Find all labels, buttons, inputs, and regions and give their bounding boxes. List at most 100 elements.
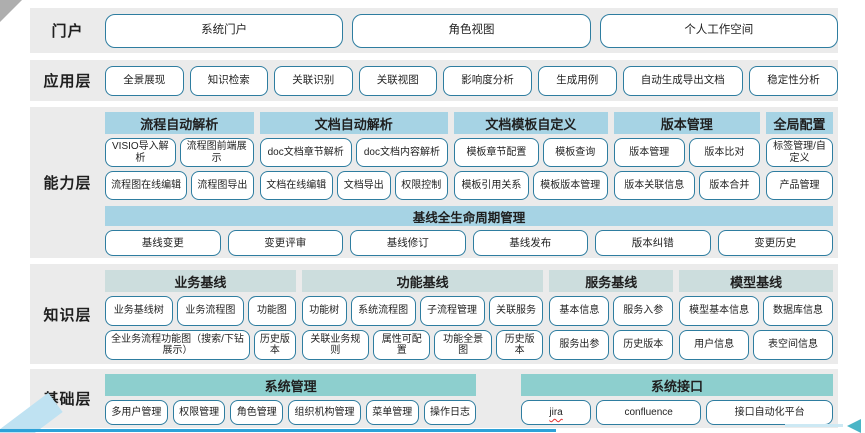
capability-button[interactable]: 版本关联信息: [613, 171, 695, 200]
band-application: 应用层 全景展现知识检索关联识别关联视图影响度分析生成用例自动生成导出文档稳定性…: [30, 60, 838, 101]
knowledge-button[interactable]: 系统流程图: [350, 296, 416, 326]
section-system-management: 系统管理 多用户管理权限管理角色管理组织机构管理菜单管理操作日志: [105, 374, 477, 428]
application-button[interactable]: 关联识别: [274, 65, 353, 96]
application-button[interactable]: 稳定性分析: [749, 65, 838, 96]
bottom-blue-line-decoration: [0, 429, 556, 432]
application-button[interactable]: 知识检索: [189, 65, 268, 96]
application-button[interactable]: 生成用例: [538, 65, 617, 96]
foundation-button[interactable]: 组织机构管理: [288, 400, 361, 425]
baseline-button[interactable]: 基线变更: [105, 230, 221, 256]
knowledge-button[interactable]: 属性可配置: [373, 330, 431, 360]
baseline-button[interactable]: 基线发布: [472, 230, 588, 256]
application-button[interactable]: 关联视图: [358, 65, 437, 96]
capability-button[interactable]: doc文档内容解析: [355, 138, 449, 167]
foundation-button[interactable]: 多用户管理: [105, 400, 168, 425]
knowledge-button[interactable]: 模型基本信息: [679, 296, 760, 326]
section-model-baseline: 模型基线 模型基本信息数据库信息 用户信息表空间信息: [679, 270, 834, 360]
knowledge-button[interactable]: 功能树: [301, 296, 347, 326]
section-doc-template: 文档模板自定义 模板章节配置模板查询 模板引用关系模板版本管理: [454, 112, 608, 200]
knowledge-button[interactable]: 历史版本: [495, 330, 544, 360]
knowledge-button[interactable]: 服务出参: [549, 330, 610, 360]
capability-button[interactable]: 标签管理/自定义: [765, 138, 833, 167]
knowledge-button[interactable]: 历史版本: [254, 330, 296, 360]
section-business-baseline: 业务基线 业务基线树业务流程图功能图 全业务流程功能图（搜索/下钻展示）历史版本: [105, 270, 296, 360]
band-capability: 能力层 流程自动解析 VISIO导入解析流程图前端展示 流程图在线编辑流程图导出…: [30, 107, 838, 258]
application-items: 全景展现知识检索关联识别关联视图影响度分析生成用例自动生成导出文档稳定性分析: [105, 60, 838, 101]
band-knowledge: 知识层 业务基线 业务基线树业务流程图功能图 全业务流程功能图（搜索/下钻展示）…: [30, 264, 838, 364]
knowledge-button[interactable]: 数据库信息: [763, 296, 834, 326]
knowledge-sections: 业务基线 业务基线树业务流程图功能图 全业务流程功能图（搜索/下钻展示）历史版本…: [105, 270, 834, 360]
baseline-button[interactable]: 变更历史: [717, 230, 833, 256]
capability-button[interactable]: 流程图在线编辑: [105, 171, 188, 200]
foundation-button[interactable]: jira: [521, 400, 592, 425]
section-header: 服务基线: [549, 270, 674, 292]
section-header: 全局配置: [765, 112, 833, 134]
capability-button[interactable]: VISIO导入解析: [105, 138, 176, 167]
capability-button[interactable]: 模板引用关系: [454, 171, 529, 200]
knowledge-button[interactable]: 表空间信息: [753, 330, 834, 360]
capability-button[interactable]: 版本合并: [698, 171, 760, 200]
baseline-button[interactable]: 版本纠错: [595, 230, 711, 256]
capability-sections: 流程自动解析 VISIO导入解析流程图前端展示 流程图在线编辑流程图导出 文档自…: [105, 112, 833, 200]
foundation-button[interactable]: 菜单管理: [365, 400, 419, 425]
section-header: 文档自动解析: [259, 112, 449, 134]
foundation-spacer: [482, 374, 515, 428]
foundation-button[interactable]: 角色管理: [230, 400, 284, 425]
application-button[interactable]: 自动生成导出文档: [622, 65, 743, 96]
portal-button[interactable]: 个人工作空间: [599, 13, 838, 48]
section-header: 流程自动解析: [105, 112, 254, 134]
capability-button[interactable]: doc文档章节解析: [259, 138, 352, 167]
capability-button[interactable]: 产品管理: [765, 171, 833, 200]
portal-button[interactable]: 系统门户: [105, 13, 344, 48]
knowledge-button[interactable]: 服务入参: [613, 296, 674, 326]
portal-layer-label: 门户: [51, 23, 84, 40]
capability-button[interactable]: 流程图导出: [191, 171, 254, 200]
foundation-button[interactable]: 接口自动化平台: [706, 400, 833, 425]
knowledge-button[interactable]: 历史版本: [613, 330, 674, 360]
knowledge-button[interactable]: 业务流程图: [176, 296, 245, 326]
capability-button[interactable]: 流程图前端展示: [179, 138, 254, 167]
application-button[interactable]: 影响度分析: [443, 65, 532, 96]
knowledge-button[interactable]: 子流程管理: [419, 296, 485, 326]
section-header: 业务基线: [105, 270, 296, 292]
baseline-button[interactable]: 变更评审: [227, 230, 343, 256]
foundation-button[interactable]: confluence: [596, 400, 702, 425]
capability-button[interactable]: 模板章节配置: [454, 138, 539, 167]
section-header: 版本管理: [613, 112, 760, 134]
foundation-content: 系统管理 多用户管理权限管理角色管理组织机构管理菜单管理操作日志 系统接口 ji…: [105, 369, 838, 428]
capability-button[interactable]: 版本管理: [613, 138, 685, 167]
knowledge-button[interactable]: 用户信息: [679, 330, 750, 360]
portal-button[interactable]: 角色视图: [352, 13, 591, 48]
capability-button[interactable]: 权限控制: [394, 171, 449, 200]
arrow-trail-decoration: [785, 424, 843, 427]
application-layer-label: 应用层: [43, 73, 92, 90]
portal-items: 系统门户角色视图个人工作空间: [105, 8, 838, 53]
knowledge-content: 业务基线 业务基线树业务流程图功能图 全业务流程功能图（搜索/下钻展示）历史版本…: [105, 264, 838, 364]
knowledge-button[interactable]: 全业务流程功能图（搜索/下钻展示）: [105, 330, 251, 360]
capability-button[interactable]: 版本比对: [688, 138, 760, 167]
knowledge-button[interactable]: 功能全景图: [434, 330, 492, 360]
band-portal: 门户 系统门户角色视图个人工作空间: [30, 8, 838, 53]
capability-button[interactable]: 模板版本管理: [532, 171, 608, 200]
application-button[interactable]: 全景展现: [105, 65, 184, 96]
knowledge-button[interactable]: 关联服务: [488, 296, 544, 326]
knowledge-layer-label: 知识层: [43, 306, 92, 324]
capability-button[interactable]: 文档在线编辑: [259, 171, 334, 200]
baseline-lifecycle-header: 基线全生命周期管理: [105, 206, 833, 226]
capability-button[interactable]: 文档导出: [337, 171, 391, 200]
knowledge-button[interactable]: 业务基线树: [105, 296, 173, 326]
capability-button[interactable]: 模板查询: [542, 138, 608, 167]
knowledge-button[interactable]: 基本信息: [549, 296, 610, 326]
knowledge-button[interactable]: 关联业务规则: [301, 330, 370, 360]
section-process-parse: 流程自动解析 VISIO导入解析流程图前端展示 流程图在线编辑流程图导出: [105, 112, 254, 200]
baseline-button[interactable]: 基线修订: [350, 230, 466, 256]
section-header: 系统管理: [105, 374, 477, 396]
section-version-management: 版本管理 版本管理版本比对 版本关联信息版本合并: [613, 112, 760, 200]
foundation-button[interactable]: 权限管理: [172, 400, 226, 425]
foundation-button[interactable]: 操作日志: [423, 400, 477, 425]
section-global-config: 全局配置 标签管理/自定义 产品管理: [765, 112, 833, 200]
knowledge-button[interactable]: 功能图: [248, 296, 296, 326]
